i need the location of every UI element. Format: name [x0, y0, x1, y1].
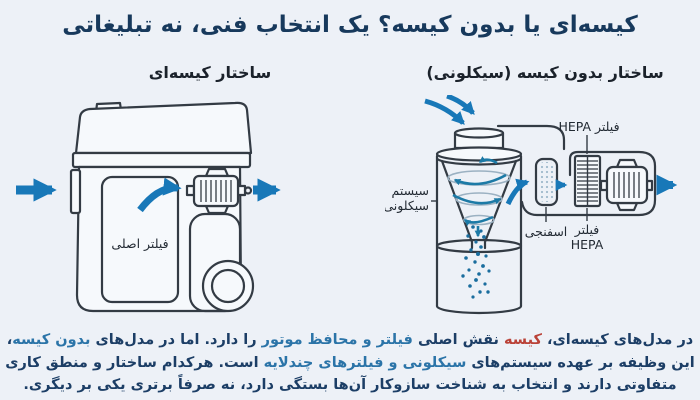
- bagged-vacuum-diagram: فیلتر اصلی: [16, 101, 281, 313]
- page-title: کیسه‌ای یا بدون کیسه؟ یک انتخاب فنی، نه …: [62, 12, 638, 38]
- dust-bag: فیلتر اصلی: [100, 175, 180, 304]
- motor-icon: [599, 158, 654, 212]
- hepa-bottom-label-line1: فیلتر: [574, 222, 600, 238]
- bagless-vacuum-diagram: سیستم سیکلونی اسفنجی فیلتر HEPA: [385, 95, 678, 315]
- paragraph-highlight-cyclonic: سیکلونی و فیلترهای چندلایه: [263, 354, 467, 371]
- description-paragraph: در مدل‌های کیسه‌ای، کیسه نقش اصلی فیلتر …: [5, 329, 695, 397]
- cyclone-label-line2: سیکلونی: [385, 198, 429, 214]
- paragraph-segment: ، این وظیفه بر عهده سیستم‌های: [6, 332, 695, 371]
- dust-particles: [461, 225, 491, 299]
- cyclone-system-label: سیستم سیکلونی: [385, 183, 437, 214]
- cyclone-to-sponge-arrow-icon: [505, 178, 530, 206]
- sponge-label: اسفنجی: [525, 224, 568, 239]
- wheel: [201, 259, 255, 313]
- sponge-filter: اسفنجی: [525, 157, 568, 239]
- main-filter-label: فیلتر اصلی: [111, 236, 168, 252]
- cyclone-label-line1: سیستم: [392, 183, 430, 199]
- duct-outline: [496, 124, 657, 217]
- cyclone-cone: [440, 156, 518, 250]
- hepa-filter: فیلتر HEPA فیلتر HEPA: [558, 119, 619, 252]
- bagged-section-heading: ساختار کیسه‌ای: [148, 63, 272, 82]
- paragraph-segment: را دارد. اما در مدل‌های: [90, 332, 262, 348]
- hepa-bottom-label-line2: HEPA: [571, 237, 604, 252]
- paragraph-highlight-bag: کیسه: [504, 332, 542, 348]
- bagless-section-heading: ساختار بدون کیسه (سیکلونی): [426, 63, 664, 82]
- paragraph-highlight-bagless: بدون کیسه: [12, 332, 91, 348]
- swirl-arrows-icon: [452, 156, 507, 238]
- paragraph-segment: است. هرکدام ساختار و منطق کاری متفاوتی د…: [5, 354, 677, 394]
- hepa-top-label: فیلتر HEPA: [558, 119, 619, 135]
- paragraph-highlight-filter-motor: فیلتر و محافظ موتور: [261, 332, 413, 348]
- motor-icon: [185, 167, 253, 215]
- paragraph-segment: نقش اصلی: [412, 332, 505, 348]
- internal-airflow-arrow-icon: [137, 177, 182, 213]
- paragraph-segment: در مدل‌های کیسه‌ای،: [541, 332, 694, 348]
- inlet-arrows-icon: [424, 95, 475, 125]
